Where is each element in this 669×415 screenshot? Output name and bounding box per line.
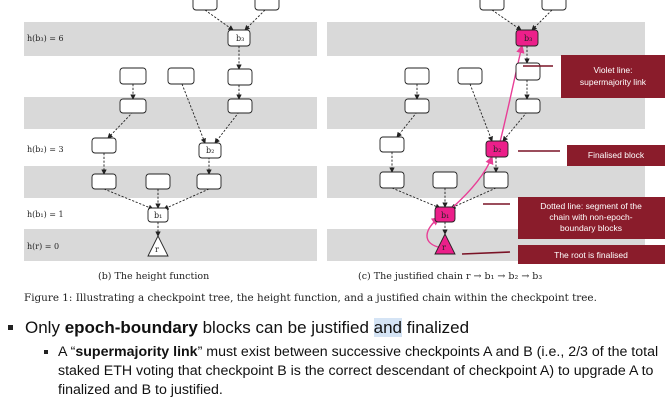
root-label: r — [442, 243, 446, 252]
band-h2 — [24, 166, 317, 198]
height-label-b3: h(b₃) = 6 — [27, 34, 64, 43]
block-label-b1: b₁ — [154, 211, 162, 220]
block — [541, 0, 567, 11]
block — [196, 173, 222, 190]
annotation-text: supermajority link — [580, 77, 647, 87]
block — [483, 171, 509, 189]
annotation-text: The root is finalised — [554, 250, 628, 260]
block — [192, 0, 218, 11]
block — [379, 136, 405, 153]
root-triangle — [147, 234, 169, 257]
block — [227, 68, 253, 86]
sub-bullet-supermajority: A “supermajority link” must exist betwee… — [44, 343, 663, 400]
text: blocks can be justified — [197, 318, 374, 337]
height-label-b1: h(b₁) = 1 — [27, 210, 64, 219]
block — [119, 98, 147, 114]
root-label: r — [155, 245, 159, 254]
left-edges — [101, 9, 266, 237]
block — [404, 98, 430, 114]
checkpoint-tree-figure: h(b₃) = 6 h(b₂) = 3 h(b₁) = 1 h(r) = 0 b… — [24, 0, 665, 282]
bullet-epoch-boundary: Only epoch-boundary blocks can be justif… — [8, 317, 663, 339]
block-label-b2: b₂ — [206, 146, 214, 155]
right-panel: b₃ b₂ b₁ r (c) The justified chain r → b… — [327, 0, 645, 282]
block-b1-justified — [434, 206, 456, 223]
block-b2-finalised — [485, 140, 509, 158]
text: ” must exist between successive checkpoi… — [58, 344, 659, 398]
block-label-b2: b₂ — [493, 145, 501, 154]
block — [479, 0, 505, 11]
block — [167, 67, 195, 85]
left-panel: h(b₃) = 6 h(b₂) = 3 h(b₁) = 1 h(r) = 0 b… — [24, 0, 317, 282]
block — [119, 67, 147, 85]
block-label-b1: b₁ — [441, 211, 449, 220]
block — [227, 98, 253, 114]
block — [432, 171, 458, 189]
block-b2 — [198, 142, 222, 159]
bullet-square-icon — [44, 350, 48, 354]
bullet-text: Only epoch-boundary blocks can be justif… — [25, 317, 469, 339]
block — [379, 171, 405, 189]
text: finalized — [402, 318, 470, 337]
block — [515, 62, 541, 81]
block-b1 — [147, 207, 169, 223]
block — [145, 173, 171, 190]
right-edges — [389, 9, 553, 235]
band-h0 — [24, 229, 317, 261]
bold-text: supermajority link — [75, 344, 198, 360]
band-h6 — [24, 22, 317, 56]
block-label-b3: b₃ — [524, 34, 532, 43]
block-b3 — [227, 29, 251, 47]
block-label-b3: b₃ — [236, 34, 244, 43]
height-label-r: h(r) = 0 — [27, 242, 59, 251]
annotation-root-finalised — [518, 245, 665, 264]
text: Only — [25, 318, 65, 337]
annotation-text: boundary blocks — [560, 223, 622, 233]
bullet-text: A “supermajority link” must exist betwee… — [58, 343, 663, 400]
bold-text: epoch-boundary — [64, 318, 198, 337]
annotation-connector — [461, 251, 511, 255]
annotation-finalised-block — [567, 145, 665, 166]
band-h4 — [24, 97, 317, 129]
subcaption-b: (b) The height function — [98, 271, 209, 282]
block — [254, 0, 280, 11]
highlighted-text: and — [373, 318, 402, 337]
annotation-violet-line — [561, 55, 665, 98]
annotation-text: Violet line: — [593, 65, 632, 75]
bullet-square-icon — [8, 325, 13, 330]
block — [91, 173, 117, 190]
root-triangle-finalised — [434, 232, 456, 255]
annotation-text: chain with non-epoch- — [549, 212, 632, 222]
subcaption-c: (c) The justified chain r → b₁ → b₂ → b₃ — [358, 271, 542, 282]
block — [404, 67, 430, 85]
text: A “ — [58, 344, 76, 360]
annotation-text: Finalised block — [588, 150, 645, 160]
block — [515, 98, 541, 114]
annotation-dotted-line — [518, 197, 665, 239]
band-h6 — [327, 22, 645, 56]
annotations: Violet line: supermajority link Finalise… — [461, 55, 665, 264]
block-b3-justified — [515, 29, 539, 47]
height-label-b2: h(b₂) = 3 — [27, 145, 64, 154]
band-h4 — [327, 97, 645, 129]
figure-caption: Figure 1: Illustrating a checkpoint tree… — [24, 292, 597, 304]
block — [91, 137, 117, 154]
bullet-list: Only epoch-boundary blocks can be justif… — [8, 317, 663, 400]
annotation-text: Dotted line: segment of the — [540, 201, 642, 211]
block — [457, 67, 483, 85]
